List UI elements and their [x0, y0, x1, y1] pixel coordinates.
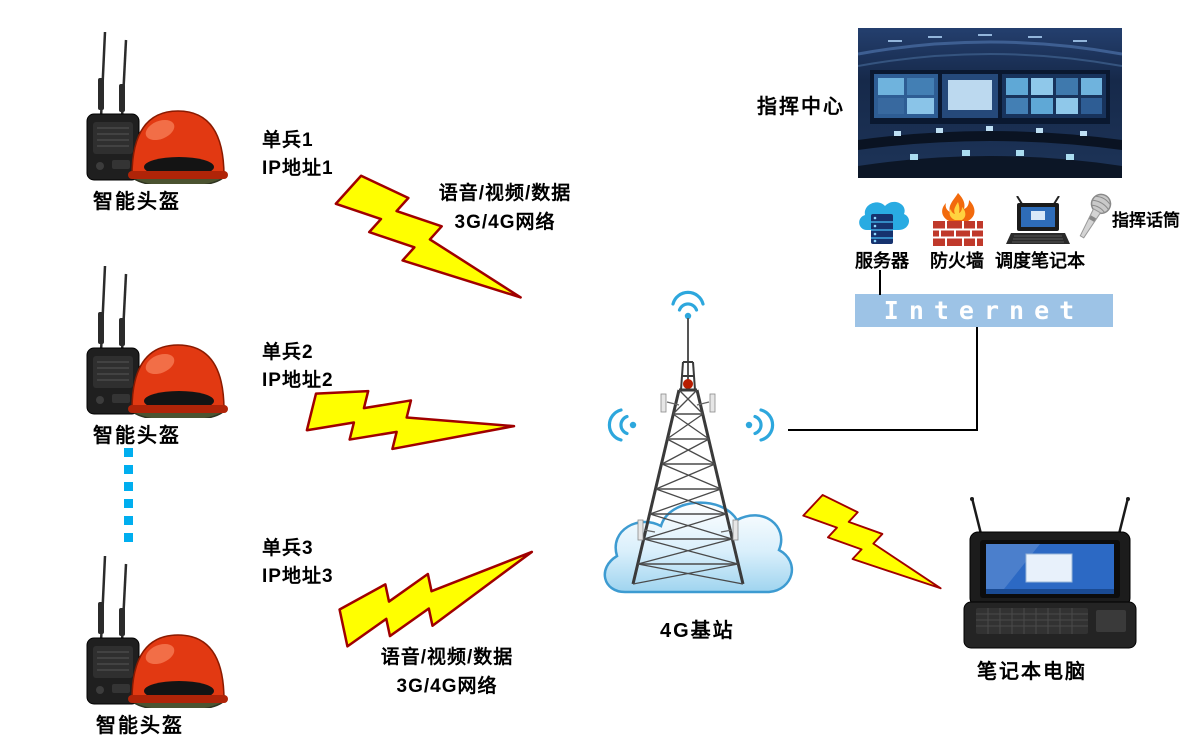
command-center-label: 指挥中心 [757, 96, 845, 118]
base-station-label: 4G基站 [660, 620, 735, 642]
wifi-icon [671, 290, 705, 321]
field-laptop-label: 笔记本电脑 [977, 661, 1087, 683]
lightning-bolt-2 [302, 363, 517, 497]
smart-helmet-unit-1 [78, 26, 228, 184]
lightning-bolt-4 [794, 478, 949, 629]
bottom-network-note: 语音/视频/数据 3G/4G网络 [352, 644, 542, 701]
soldier-3-caption: 单兵3 IP地址3 [262, 535, 334, 590]
network-note-line2: 3G/4G网络 [454, 211, 556, 233]
server-icon [855, 194, 909, 248]
smart-helmet-unit-3 [78, 550, 228, 708]
connector-internet-to-tower [788, 429, 978, 431]
network-note-line2: 3G/4G网络 [396, 675, 498, 697]
helmet-radio-icon [85, 30, 228, 184]
soldier-1-caption: 单兵1 IP地址1 [262, 127, 334, 182]
wifi-icon [744, 408, 775, 442]
smart-helmet-unit-2 [78, 260, 228, 418]
soldier-3-name: 单兵3 [262, 538, 314, 559]
field-laptop-image [960, 496, 1140, 654]
dispatch-laptop-label: 调度笔记本 [995, 251, 1085, 271]
internet-label: Internet [883, 296, 1085, 325]
helmet-label-2: 智能头盔 [93, 425, 181, 447]
firewall-icon [931, 192, 985, 248]
firewall-label: 防火墙 [930, 251, 984, 271]
server-label: 服务器 [855, 251, 909, 271]
soldier-2-ip: IP地址2 [262, 369, 334, 391]
helmet-label-3: 智能头盔 [96, 715, 184, 737]
internet-bar: Internet [855, 294, 1113, 327]
network-note-line1: 语音/视频/数据 [438, 183, 572, 204]
dispatch-laptop-icon [1006, 196, 1070, 248]
continuation-dashed-line [124, 448, 133, 548]
base-station-4g [595, 284, 795, 624]
helmet-label-1: 智能头盔 [93, 191, 181, 213]
soldier-3-ip: IP地址3 [262, 565, 334, 587]
tower-icon [603, 290, 794, 594]
connector-equipment-to-internet [879, 270, 881, 295]
soldier-2-caption: 单兵2 IP地址2 [262, 339, 334, 394]
helmet-radio-icon [85, 264, 228, 418]
microphone-icon [1076, 190, 1112, 248]
soldier-1-ip: IP地址1 [262, 157, 334, 179]
network-note-line1: 语音/视频/数据 [380, 647, 514, 668]
command-center-photo [858, 28, 1122, 178]
antenna-panels-icon [637, 393, 739, 541]
helmet-radio-icon [85, 554, 228, 708]
wifi-icon [607, 408, 638, 442]
soldier-1-name: 单兵1 [262, 130, 314, 151]
top-network-note: 语音/视频/数据 3G/4G网络 [410, 180, 600, 237]
microphone-label: 指挥话筒 [1112, 211, 1180, 230]
connector-internet-vertical [976, 327, 978, 431]
soldier-2-name: 单兵2 [262, 342, 314, 363]
